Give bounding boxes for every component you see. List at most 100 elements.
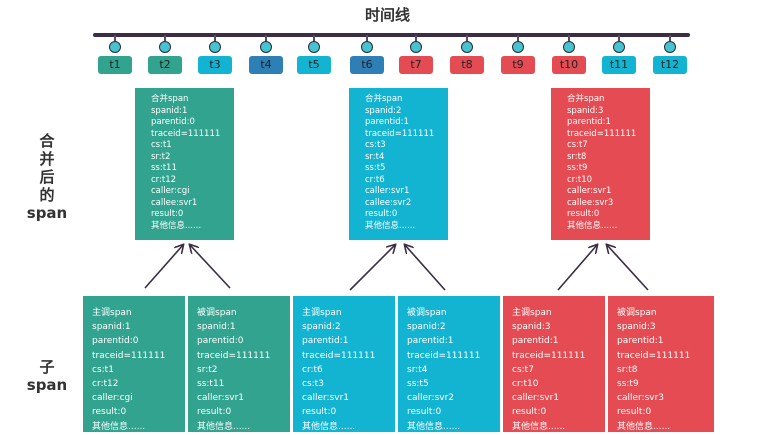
tick-stem: [517, 35, 519, 43]
merge-arrow: [190, 245, 231, 289]
span-field: caller:svr1: [197, 393, 245, 404]
tick-label: t1: [98, 56, 132, 74]
span-field: 合并span: [365, 94, 403, 104]
tick-dot: [664, 41, 676, 53]
tick-dot: [563, 41, 575, 53]
row-label-part: 并: [39, 150, 55, 168]
merge-arrow: [349, 245, 395, 291]
span-field: sr:t4: [407, 364, 428, 375]
span-field: traceid=111111: [365, 128, 435, 139]
span-field: result:0: [92, 407, 127, 418]
tick-label: t10: [552, 56, 586, 74]
tick-dot: [461, 41, 473, 53]
tick-stem: [366, 35, 368, 43]
span-field: cs:t1: [92, 364, 114, 375]
span-field: result:0: [617, 407, 652, 418]
row-label-part: span: [26, 376, 68, 394]
tick-dot: [260, 41, 272, 53]
span-field: callee:svr3: [567, 197, 614, 208]
span-field: 被调span: [197, 308, 237, 318]
span-field: 主调span: [512, 308, 552, 318]
span-field: 被调span: [407, 308, 447, 318]
tick-label: t12: [653, 56, 687, 74]
span-field: traceid=111111: [567, 128, 637, 139]
span-field: parentid:0: [92, 336, 139, 347]
span-field: spanid:3: [512, 322, 551, 333]
span-field: cs:t7: [512, 364, 534, 375]
span-field: traceid=111111: [151, 128, 221, 139]
span-field: cr:t12: [151, 174, 177, 185]
row-label-part: 后: [39, 168, 55, 186]
tick-dot: [410, 41, 422, 53]
tick-dot: [613, 41, 625, 53]
tick-stem: [466, 35, 468, 43]
merge-arrow: [607, 245, 649, 291]
span-field: cr:t10: [567, 174, 593, 185]
tick-stem: [415, 35, 417, 43]
span-field: traceid=111111: [302, 350, 376, 361]
tick-dot: [308, 41, 320, 53]
span-field: traceid=111111: [617, 350, 691, 361]
span-field: 其他信息......: [151, 220, 202, 231]
span-field: parentid:0: [197, 336, 244, 347]
tick-stem: [669, 35, 671, 43]
tick-dot: [361, 41, 373, 53]
span-field: ss:t11: [197, 379, 225, 390]
span-field: ss:t9: [567, 163, 588, 173]
tick-stem: [114, 35, 116, 43]
span-field: traceid=111111: [92, 350, 166, 361]
span-field: cr:t6: [365, 174, 385, 185]
span-field: caller:cgi: [151, 186, 190, 196]
span-field: spanid:2: [365, 105, 402, 116]
span-field: cs:t3: [365, 140, 386, 150]
span-field: sr:t8: [617, 364, 638, 375]
span-field: 其他信息......: [567, 220, 618, 231]
tick-label: t11: [602, 56, 636, 74]
tick-label: t7: [399, 56, 433, 74]
span-field: result:0: [151, 209, 184, 219]
span-field: parentid:1: [302, 336, 349, 347]
span-field: spanid:3: [567, 105, 604, 116]
row-label-part: 的: [39, 186, 55, 204]
span-field: 其他信息......: [365, 220, 416, 231]
tick-label: t6: [350, 56, 384, 74]
span-field: 主调span: [302, 308, 342, 318]
span-field: traceid=111111: [512, 350, 586, 361]
tick-stem: [568, 35, 570, 43]
tick-label: t9: [501, 56, 535, 74]
span-field: caller:svr1: [512, 393, 560, 404]
span-field: result:0: [302, 407, 337, 418]
span-field: 其他信息......: [197, 421, 251, 432]
span-field: parentid:1: [512, 336, 559, 347]
span-field: sr:t8: [567, 151, 587, 162]
tick-stem: [214, 35, 216, 43]
span-field: 其他信息......: [617, 421, 671, 432]
tick-stem: [618, 35, 620, 43]
span-field: 被调span: [617, 308, 657, 318]
row-label-part: 子: [39, 358, 55, 376]
merge-arrow: [557, 245, 597, 291]
span-field: caller:svr2: [407, 393, 455, 404]
span-field: 其他信息......: [92, 421, 146, 432]
tick-stem: [313, 35, 315, 43]
span-field: parentid:1: [617, 336, 664, 347]
span-field: 其他信息......: [302, 421, 356, 432]
tick-label: t3: [198, 56, 232, 74]
span-field: caller:svr1: [567, 186, 612, 196]
span-field: ss:t5: [407, 379, 429, 390]
span-field: result:0: [567, 209, 600, 219]
span-field: parentid:0: [151, 117, 195, 127]
row-label-part: 合: [39, 132, 55, 150]
child-span-box: 主调span spanid:3 parentid:1 traceid=111111 cs…: [503, 296, 605, 432]
span-field: result:0: [512, 407, 547, 418]
span-field: 合并span: [151, 94, 189, 104]
span-field: caller:cgi: [92, 393, 133, 404]
span-field: result:0: [407, 407, 442, 418]
span-field: spanid:1: [151, 105, 188, 116]
